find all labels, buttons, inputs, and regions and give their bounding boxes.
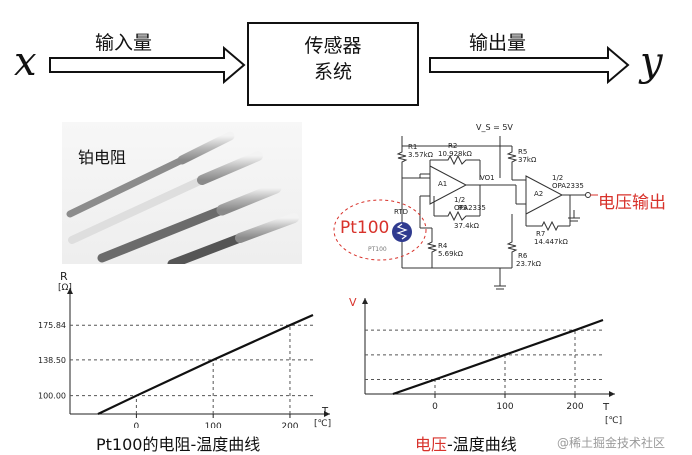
y-tick-label: 138.50 — [38, 356, 66, 365]
y-tick-label: 100.00 — [38, 392, 66, 401]
r1-label: R1 — [408, 143, 418, 151]
pt100-callout: Pt100 — [340, 218, 390, 238]
r4-label: R4 — [438, 242, 448, 250]
watermark-text: @稀土掘金技术社区 — [557, 436, 666, 450]
r1-value: 3.57kΩ — [408, 151, 433, 159]
input-arrow — [49, 45, 246, 85]
circuit-wiring — [333, 136, 598, 290]
t-axis-letter-r: T — [322, 406, 329, 417]
voltage-caption-suffix: -温度曲线 — [447, 435, 517, 454]
voltage-chart: 0 100 200 V T [℃] 电压-温度曲线 — [345, 290, 692, 455]
vo1-label: VO1 — [480, 174, 495, 182]
x-axis-arrowhead — [609, 391, 615, 397]
r5-value: 37kΩ — [518, 156, 537, 164]
amp2-label: A2 — [534, 190, 544, 198]
amp1-label: A1 — [438, 180, 448, 188]
v-axis-letter: V — [349, 296, 357, 309]
voltage-output-label: 电压输出 — [598, 193, 666, 213]
r3-value: 37.4kΩ — [454, 222, 479, 230]
r-axis-unit: [Ω] — [58, 283, 72, 293]
rtd-circuit: V_S = 5V R1 3.57kΩ R2 10.928kΩ A1 1/2 OP… — [330, 118, 692, 298]
y-axis-arrowhead — [67, 288, 73, 294]
resistance-chart-svg: 0 100 200 100.00 138.50 175.84 — [38, 288, 330, 428]
x-tick-label: 100 — [205, 422, 222, 428]
y-axis-arrowhead — [362, 298, 368, 304]
x-tick-label: 0 — [432, 402, 438, 412]
x-tick-label: 200 — [566, 402, 583, 412]
voltage-caption-prefix: 电压 — [415, 435, 448, 454]
voltage-chart-svg: 0 100 200 — [362, 298, 615, 412]
resistance-chart-caption: Pt100的电阻-温度曲线 — [96, 431, 260, 455]
data-series-line — [97, 313, 314, 415]
sensor-system-box: 传感器 系统 — [247, 22, 419, 106]
t-axis-unit-r: [℃] — [314, 419, 332, 429]
y-tick-label: 175.84 — [38, 321, 66, 330]
r-axis-letter: R — [60, 270, 68, 283]
pt100-small-label: PT100 — [368, 246, 387, 253]
t-axis-letter-v: T — [603, 402, 610, 413]
r4-value: 5.69kΩ — [438, 250, 463, 258]
r6-value: 23.7kΩ — [516, 260, 541, 268]
resistance-caption-suffix: -温度曲线 — [190, 435, 261, 454]
sensor-line-2: 系统 — [313, 61, 352, 83]
amp2-part: 1/2 OPA2335 — [552, 174, 584, 190]
resistance-caption-prefix: Pt100的电阻 — [96, 435, 191, 454]
r3-label: R3 — [458, 204, 468, 212]
rtd-label: RTD — [394, 208, 409, 216]
r2-value: 10.928kΩ — [438, 150, 472, 158]
input-symbol: x — [14, 39, 37, 85]
voltage-chart-caption: 电压-温度曲线 — [415, 431, 517, 455]
r7-value: 14.447kΩ — [534, 238, 568, 246]
x-tick-label: 200 — [281, 422, 298, 428]
x-axis-arrowhead — [324, 411, 330, 417]
pt100-probes-image — [66, 131, 299, 264]
resistance-chart: 0 100 200 100.00 138.50 175.84 R [Ω] T [℃] Pt… — [0, 268, 340, 455]
x-tick-label: 100 — [496, 402, 513, 412]
r5-label: R5 — [518, 148, 528, 156]
t-axis-unit-v: [℃] — [605, 416, 623, 426]
amp1-part: 1/2 OPA2335 — [454, 196, 486, 212]
pt100-photo: 铂电阻 — [62, 122, 302, 264]
output-label: 输出量 — [469, 32, 527, 54]
r2-label: R2 — [448, 142, 458, 150]
data-series-line — [392, 318, 604, 396]
output-symbol: y — [640, 39, 663, 85]
r6-label: R6 — [518, 252, 528, 260]
r7-label: R7 — [536, 230, 546, 238]
sensor-line-1: 传感器 — [304, 35, 362, 57]
photo-label: 铂电阻 — [78, 148, 127, 167]
supply-label: V_S = 5V — [476, 123, 513, 132]
output-arrow — [429, 45, 630, 85]
x-tick-label: 0 — [134, 422, 140, 428]
input-label: 输入量 — [95, 32, 153, 54]
